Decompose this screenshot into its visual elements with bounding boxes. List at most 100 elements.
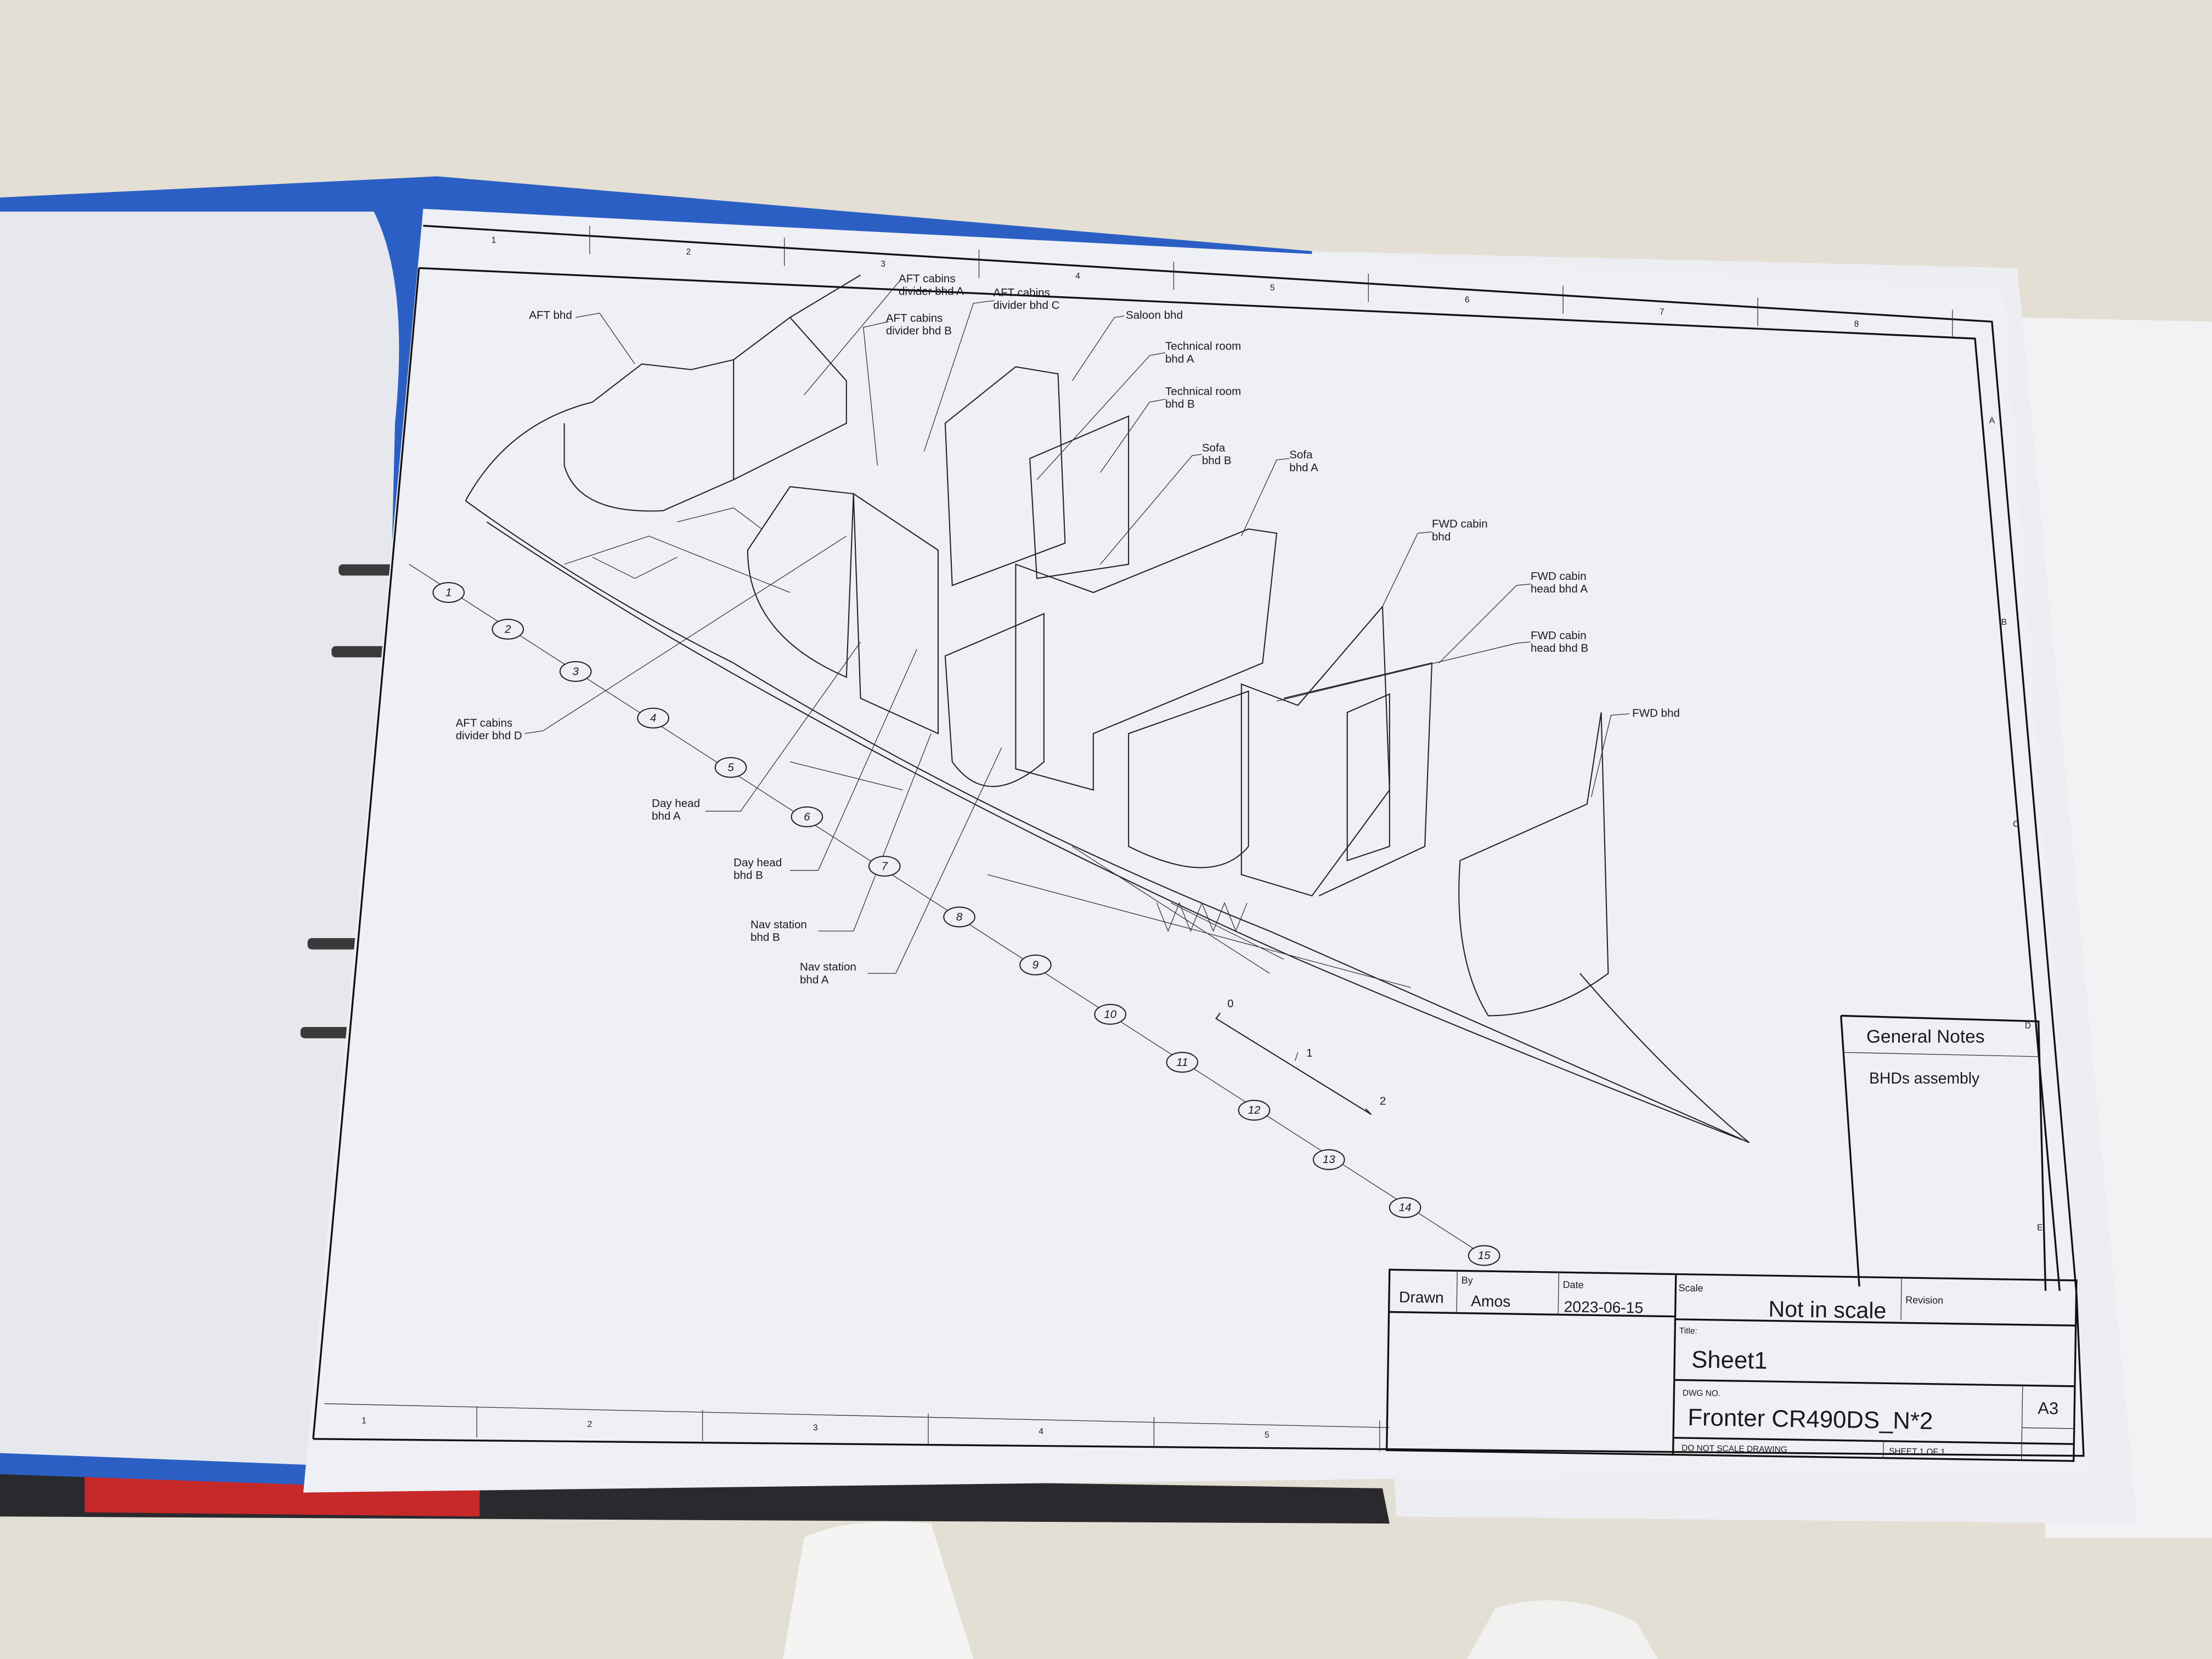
station-marker: 2 xyxy=(492,618,524,640)
label-line: divider bhd D xyxy=(456,729,522,742)
grid-column-top: 8 xyxy=(1854,319,1859,329)
scale-value: Not in scale xyxy=(1768,1296,1887,1323)
station-circle xyxy=(791,806,823,827)
label-line: bhd B xyxy=(1165,398,1195,410)
leader-lines xyxy=(409,281,1630,1263)
label-line: FWD cabin xyxy=(1531,629,1587,642)
label-fwd-bhd: FWD bhd xyxy=(1632,707,1680,719)
grid-column-bottom: 4 xyxy=(1039,1427,1043,1436)
grid-row: A xyxy=(1989,416,1995,425)
grid-column-bottom: 1 xyxy=(362,1417,366,1426)
label-line: bhd B xyxy=(733,869,763,882)
station-circle xyxy=(1094,1003,1127,1025)
station-circle xyxy=(714,757,747,778)
grid-column-bottom: 2 xyxy=(588,1420,592,1429)
station-number: 3 xyxy=(572,665,579,678)
station-marker: 8 xyxy=(943,906,975,928)
grid-row: C xyxy=(2013,820,2019,829)
station-marker: 6 xyxy=(791,806,823,827)
grid-column-bottom: 5 xyxy=(1265,1430,1269,1440)
station-number: 4 xyxy=(650,712,656,724)
station-marker: 1 xyxy=(432,582,465,603)
general-notes-box: General Notes BHDs assembly xyxy=(1840,1014,2047,1291)
station-number: 7 xyxy=(882,860,889,872)
dwg-no-value: Fronter CR490DS_N*2 xyxy=(1688,1404,1933,1435)
station-number: 9 xyxy=(1032,958,1039,971)
station-marker: 11 xyxy=(1166,1052,1199,1073)
label-line: bhd xyxy=(1432,531,1451,543)
bulkhead-assembly-drawing xyxy=(465,274,1750,1143)
scale-bar: 0 1 2 xyxy=(1215,997,1386,1115)
station-circle xyxy=(637,707,669,729)
label-line: Day head xyxy=(652,797,700,810)
grid-row: D xyxy=(2025,1022,2031,1031)
scale-bar-tick-0: 0 xyxy=(1227,997,1233,1010)
grid-column-top: 4 xyxy=(1075,272,1080,281)
label-line: Technical room xyxy=(1165,340,1241,353)
grid-column-top: 5 xyxy=(1270,284,1275,293)
dwg-no-label: DWG NO. xyxy=(1683,1389,1721,1398)
label-line: divider bhd A xyxy=(899,285,964,297)
grid-column-top: 7 xyxy=(1660,307,1664,317)
station-marker: 13 xyxy=(1312,1149,1345,1170)
station-circle xyxy=(1019,954,1052,975)
grid-row: B xyxy=(2001,618,2007,627)
station-number: 8 xyxy=(956,911,963,923)
label-line: Day head xyxy=(733,856,782,869)
station-number: 2 xyxy=(504,623,511,635)
title-value: Sheet1 xyxy=(1691,1346,1768,1374)
sheet-size: A3 xyxy=(2038,1398,2058,1418)
station-circle xyxy=(1312,1149,1345,1170)
station-number: 6 xyxy=(804,810,810,823)
label-line: bhd A xyxy=(800,973,829,986)
label-line: AFT cabins xyxy=(456,716,513,729)
title-label: Title: xyxy=(1679,1327,1697,1336)
grid-column-top: 3 xyxy=(881,259,885,269)
station-circle xyxy=(559,661,592,682)
label-line: AFT cabins xyxy=(993,286,1050,299)
station-number: 11 xyxy=(1176,1056,1188,1069)
station-marker: 7 xyxy=(868,855,901,877)
station-marker: 3 xyxy=(559,661,592,682)
shoe xyxy=(1467,1600,1658,1659)
station-circle xyxy=(1468,1245,1500,1266)
station-number: 5 xyxy=(727,761,734,774)
label-line: bhd A xyxy=(1165,353,1194,365)
station-number: 14 xyxy=(1399,1201,1412,1214)
revision-label: Revision xyxy=(1905,1294,1943,1306)
label-line: AFT bhd xyxy=(529,309,572,321)
station-marker: 5 xyxy=(714,757,747,778)
label-line: bhd B xyxy=(1202,454,1232,467)
label-line: bhd A xyxy=(1289,461,1318,474)
scale-label: Scale xyxy=(1678,1282,1703,1294)
station-number: 10 xyxy=(1104,1008,1116,1020)
station-marker: 9 xyxy=(1019,954,1052,975)
label-line: head bhd A xyxy=(1531,583,1588,595)
left-page xyxy=(0,211,399,1468)
date-value: 2023-06-15 xyxy=(1564,1297,1643,1316)
label-line: divider bhd B xyxy=(886,324,952,337)
station-circle xyxy=(432,582,465,603)
label-line: AFT cabins xyxy=(886,312,943,324)
general-notes-text: BHDs assembly xyxy=(1869,1069,1980,1087)
grid-row: E xyxy=(2037,1223,2042,1232)
by-value: Amos xyxy=(1471,1292,1511,1310)
drawing-sheet xyxy=(303,208,2091,1493)
station-marker: 12 xyxy=(1238,1099,1271,1121)
label-line: AFT cabins xyxy=(899,272,956,285)
sheet-count: SHEET 1 OF 1 xyxy=(1889,1447,1945,1457)
station-circle xyxy=(492,618,524,640)
grid-column-top: 6 xyxy=(1465,296,1470,305)
